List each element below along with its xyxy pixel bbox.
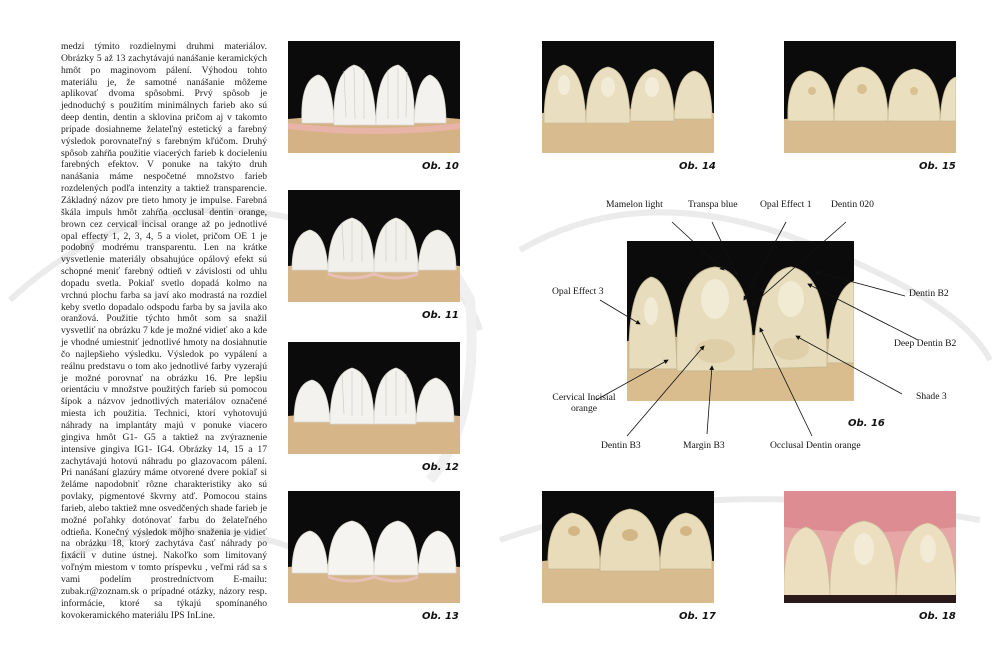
- photo-ob13: [288, 491, 460, 603]
- photo-ob10: [288, 41, 460, 153]
- caption-ob13: Ob. 13: [422, 611, 459, 622]
- photo-ob12: [288, 342, 460, 454]
- label-dentin-b3: Dentin B3: [601, 440, 641, 451]
- caption-ob14: Ob. 14: [679, 161, 716, 172]
- photo-ob16: [627, 241, 854, 401]
- finished-teeth-image-15: [784, 41, 956, 153]
- buildup-image-1: [288, 41, 460, 153]
- photo-ob11: [288, 190, 460, 302]
- caption-ob18: Ob. 18: [919, 611, 956, 622]
- intraoral-teeth-image: [784, 491, 956, 603]
- buildup-image-4: [288, 491, 460, 603]
- label-dentin-020: Dentin 020: [831, 199, 874, 210]
- label-cervical-incisial-orange: Cervical Incisial orange: [552, 392, 616, 414]
- label-deep-dentin-b2: Deep Dentin B2: [894, 338, 957, 349]
- article-body: medzi týmito rozdielnymi druhmi materiál…: [61, 41, 267, 621]
- buildup-image-3: [288, 342, 460, 454]
- buildup-image-2: [288, 190, 460, 302]
- label-opal-effect-1: Opal Effect 1: [760, 199, 812, 210]
- caption-ob10: Ob. 10: [422, 161, 459, 172]
- caption-ob17: Ob. 17: [679, 611, 716, 622]
- label-dentin-b2: Dentin B2: [909, 288, 949, 299]
- caption-ob12: Ob. 12: [422, 462, 459, 473]
- label-occlusal-dentin-orange: Occlusal Dentin orange: [770, 440, 861, 451]
- caption-ob16: Ob. 16: [848, 418, 885, 429]
- label-transpa-blue: Transpa blue: [688, 199, 738, 210]
- photo-ob18: [784, 491, 956, 603]
- caption-ob11: Ob. 11: [422, 310, 459, 321]
- photo-ob17: [542, 491, 714, 603]
- photo-ob15: [784, 41, 956, 153]
- finished-teeth-image-14: [542, 41, 714, 153]
- photo-ob14: [542, 41, 714, 153]
- label-opal-effect-3: Opal Effect 3: [552, 286, 604, 297]
- annotated-teeth-image: [627, 241, 854, 401]
- label-shade-3: Shade 3: [916, 391, 947, 402]
- label-mamelon-light: Mamelon light: [606, 199, 663, 210]
- finished-teeth-image-17: [542, 491, 714, 603]
- caption-ob15: Ob. 15: [919, 161, 956, 172]
- label-margin-b3: Margin B3: [683, 440, 725, 451]
- article-paragraph: medzi týmito rozdielnymi druhmi materiál…: [61, 41, 267, 621]
